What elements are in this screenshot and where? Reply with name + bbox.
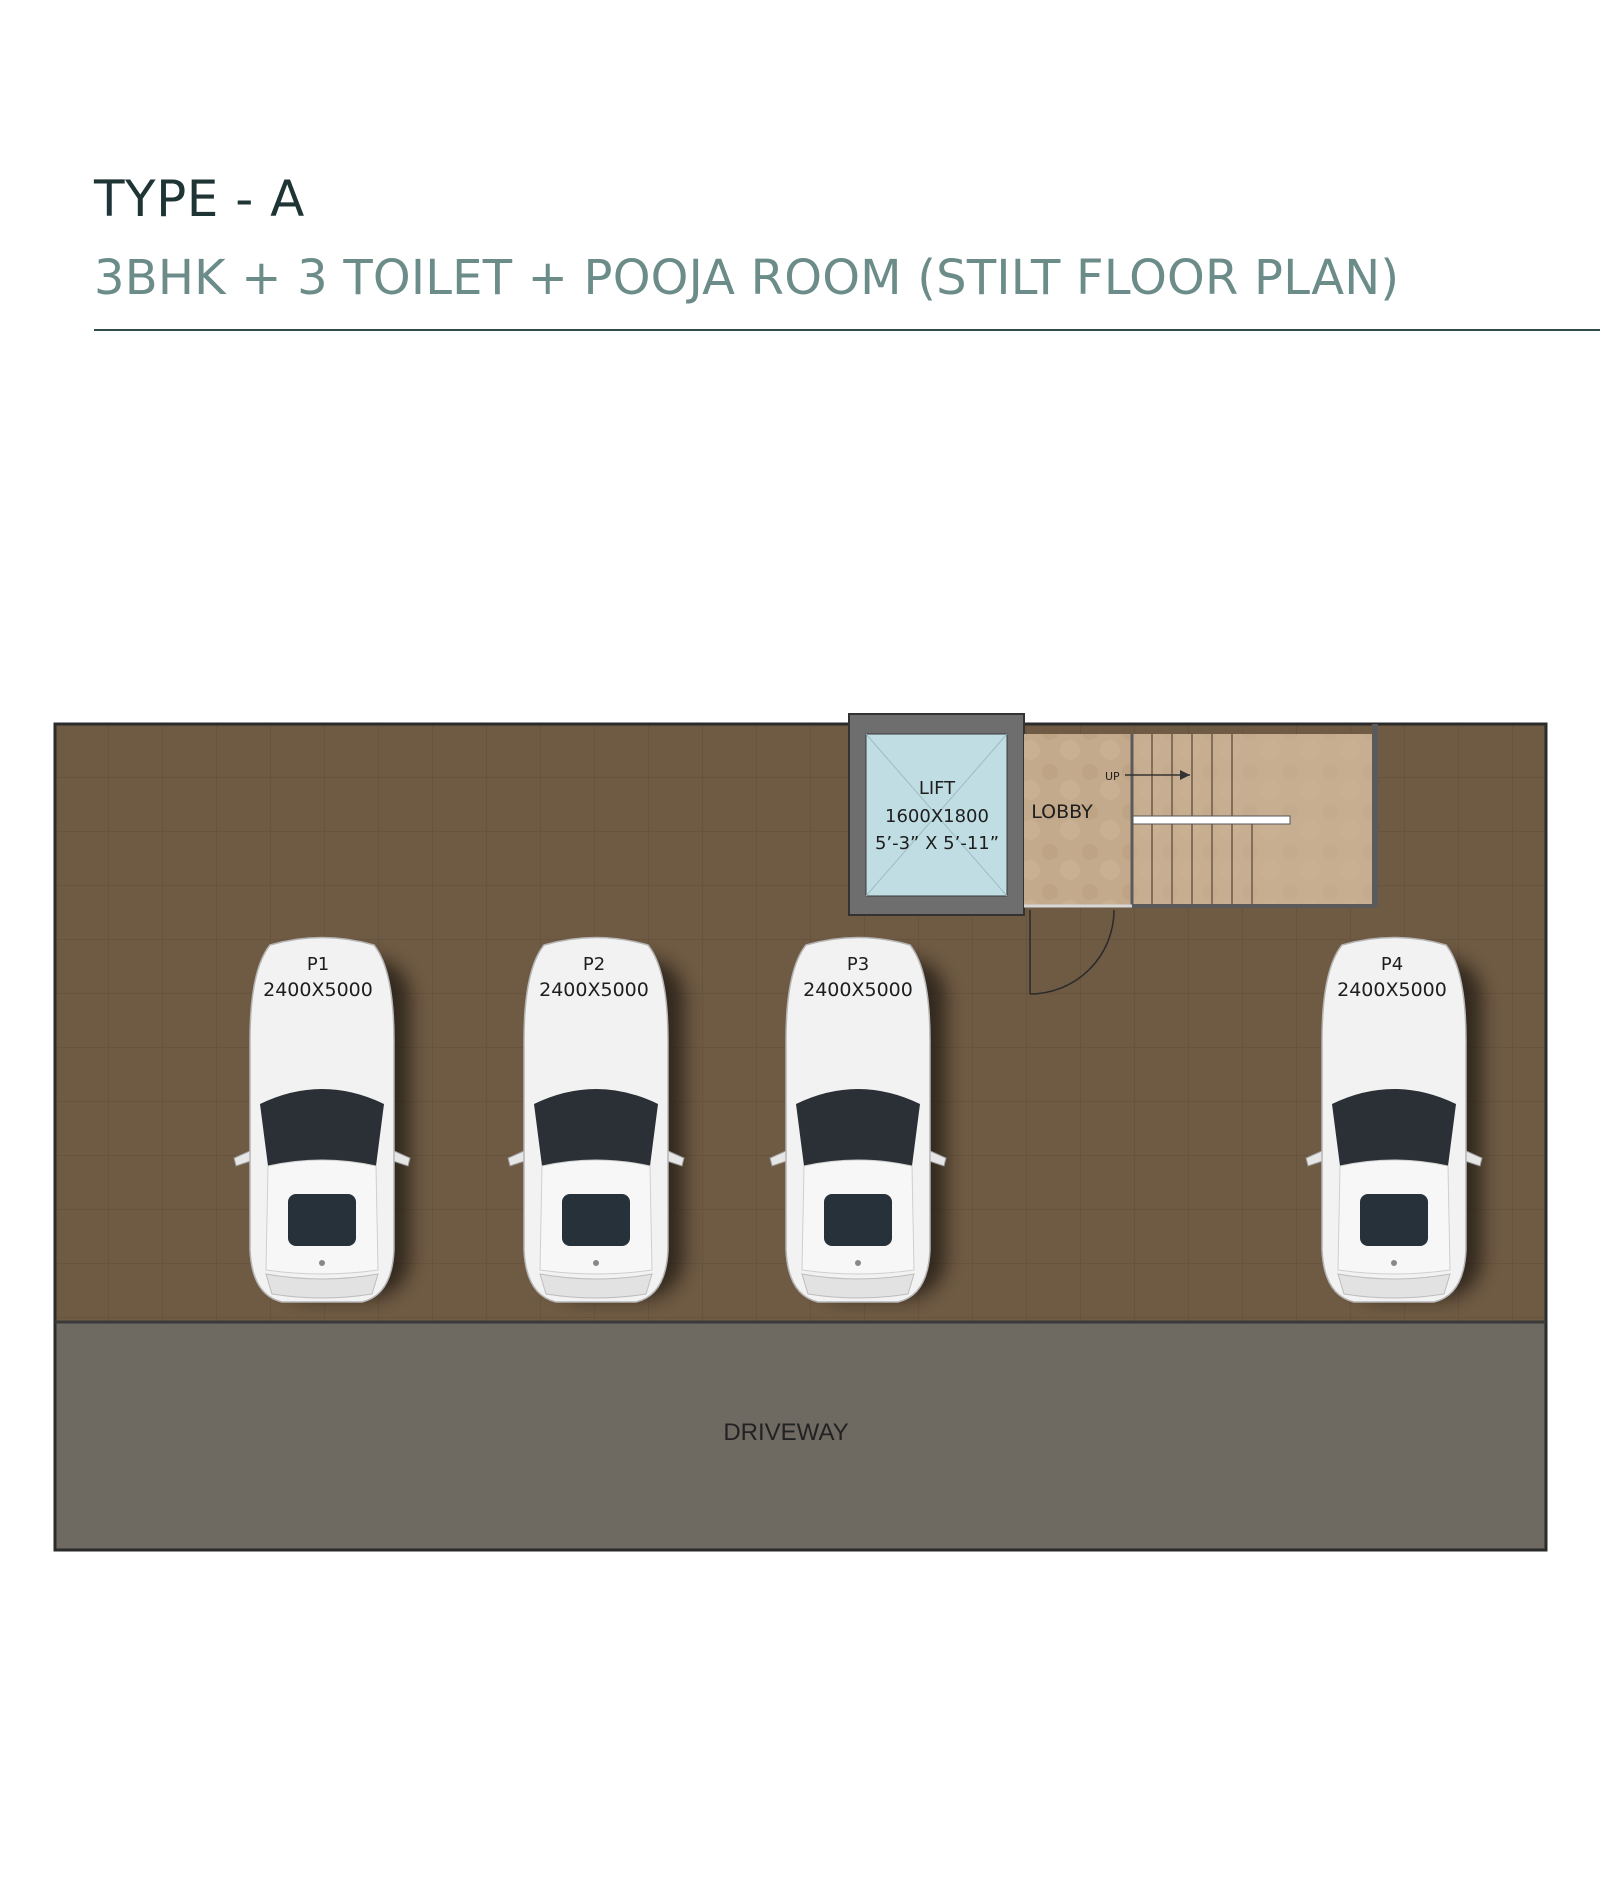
lobby-label: LOBBY	[1031, 801, 1093, 823]
lift-size-ft: 5’-3” X 5’-11”	[875, 833, 999, 854]
stair-handrail	[1131, 815, 1291, 825]
page-title: TYPE - A	[94, 170, 305, 228]
lift-size-mm: 1600X1800	[885, 806, 989, 827]
parking-p2-size: 2400X5000	[539, 979, 649, 1001]
parking-p1-size: 2400X5000	[263, 979, 373, 1001]
parking-p3-id: P3	[847, 954, 869, 975]
page-subtitle: 3BHK + 3 TOILET + POOJA ROOM (STILT FLOO…	[94, 250, 1400, 306]
driveway-label: DRIVEWAY	[723, 1419, 848, 1446]
parking-p3-size: 2400X5000	[803, 979, 913, 1001]
parking-p4-id: P4	[1381, 954, 1403, 975]
driveway-area	[53, 1320, 1548, 1552]
lobby-door-swing	[1029, 909, 1115, 995]
parking-p2-id: P2	[583, 954, 605, 975]
title-divider	[94, 329, 1600, 331]
parking-p1-id: P1	[307, 954, 329, 975]
stairs-up-label: UP	[1105, 770, 1120, 783]
lift-label: LIFT	[919, 778, 956, 799]
parking-p4-size: 2400X5000	[1337, 979, 1447, 1001]
